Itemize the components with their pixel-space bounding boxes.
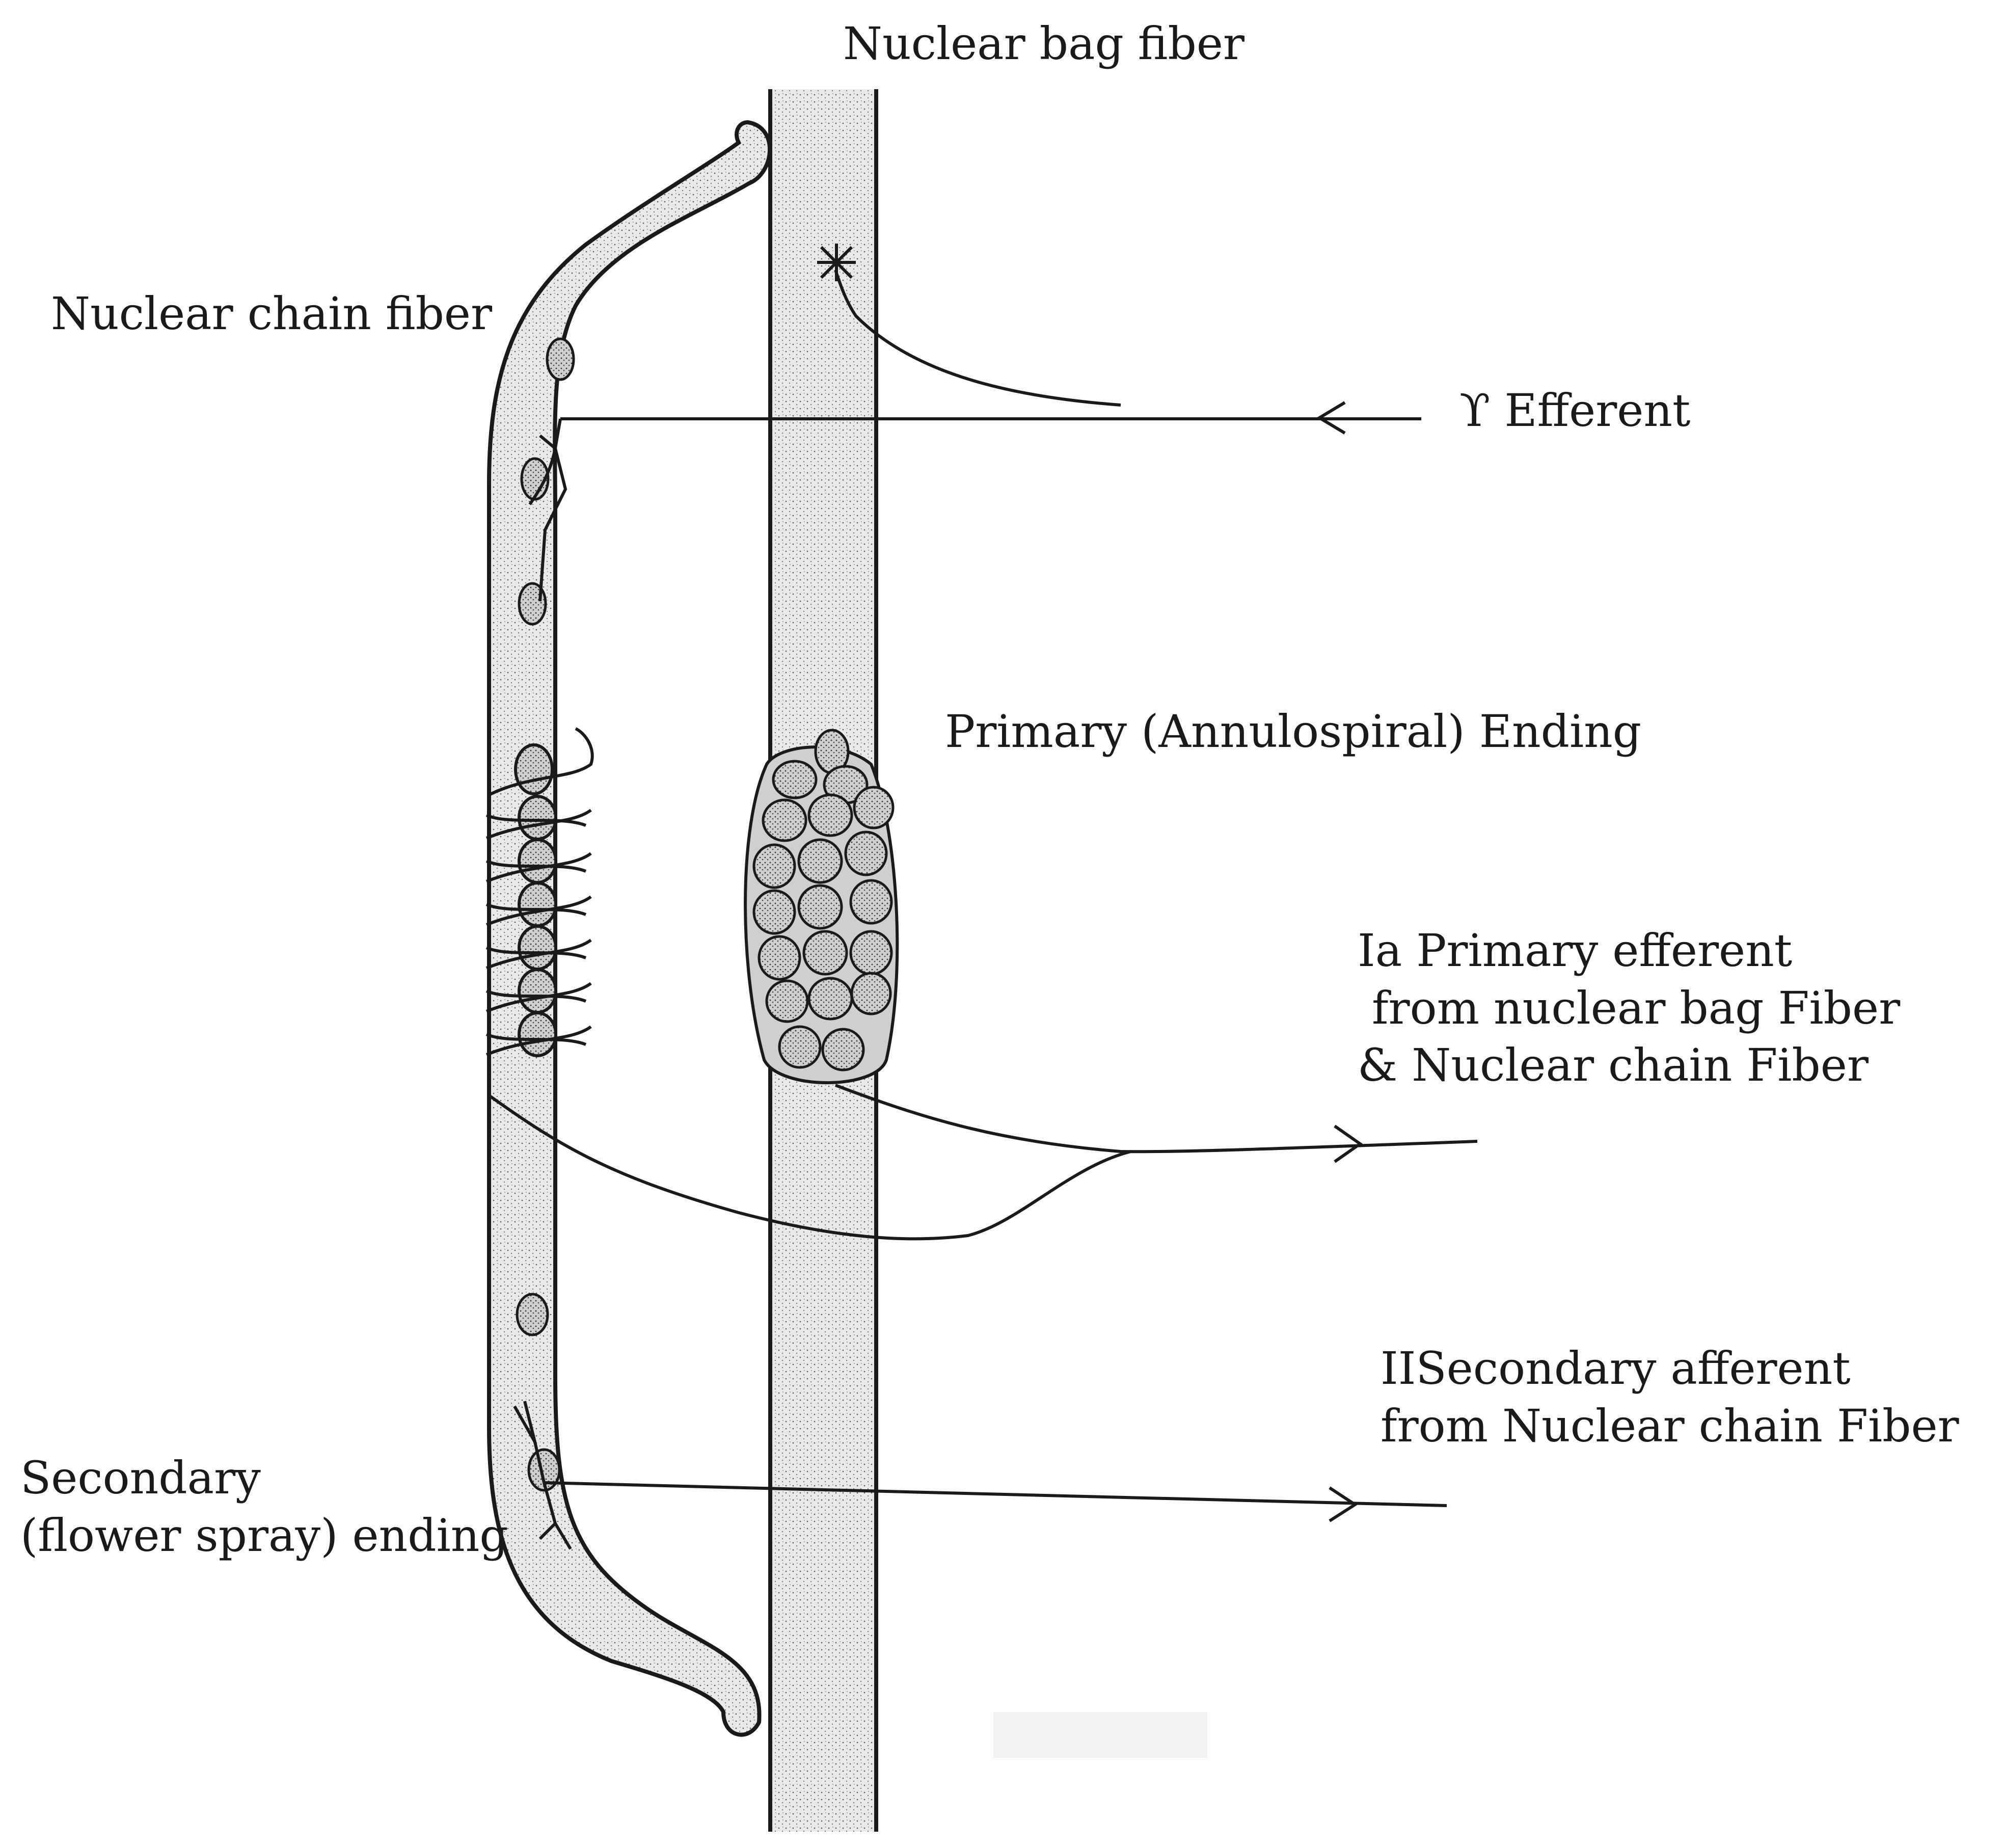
label-secondary-ending: Secondary (flower spray) ending xyxy=(20,1450,508,1564)
gamma-efferent-nerve xyxy=(528,244,1421,602)
ii-line-1: IISecondary afferent xyxy=(1381,1342,1851,1395)
ii-line-2: from Nuclear chain Fiber xyxy=(1381,1399,1959,1452)
label-gamma-efferent: ϒ Efferent xyxy=(1459,384,1691,437)
ia-line-3: & Nuclear chain Fiber xyxy=(1358,1039,1869,1092)
label-nuclear-chain-fiber: Nuclear chain fiber xyxy=(51,287,493,340)
ii-afferent-nerve xyxy=(513,1401,1447,1550)
ia-line-2: from nuclear bag Fiber xyxy=(1358,981,1901,1034)
scan-smudge xyxy=(993,1712,1207,1758)
bag-annulospiral xyxy=(744,729,899,1084)
secondary-line-2: (flower spray) ending xyxy=(20,1509,508,1562)
label-nuclear-bag-fiber: Nuclear bag fiber xyxy=(843,17,1245,70)
ia-afferent-nerve xyxy=(488,1084,1478,1241)
ia-line-1: Ia Primary efferent xyxy=(1358,924,1793,977)
label-ii-afferent: IISecondary afferent from Nuclear chain … xyxy=(1381,1340,1959,1455)
chain-spiral-coils xyxy=(485,727,594,1056)
label-ia-afferent: Ia Primary efferent from nuclear bag Fib… xyxy=(1358,922,1900,1094)
secondary-line-1: Secondary xyxy=(20,1452,261,1504)
label-primary-ending: Primary (Annulospiral) Ending xyxy=(945,705,1642,758)
